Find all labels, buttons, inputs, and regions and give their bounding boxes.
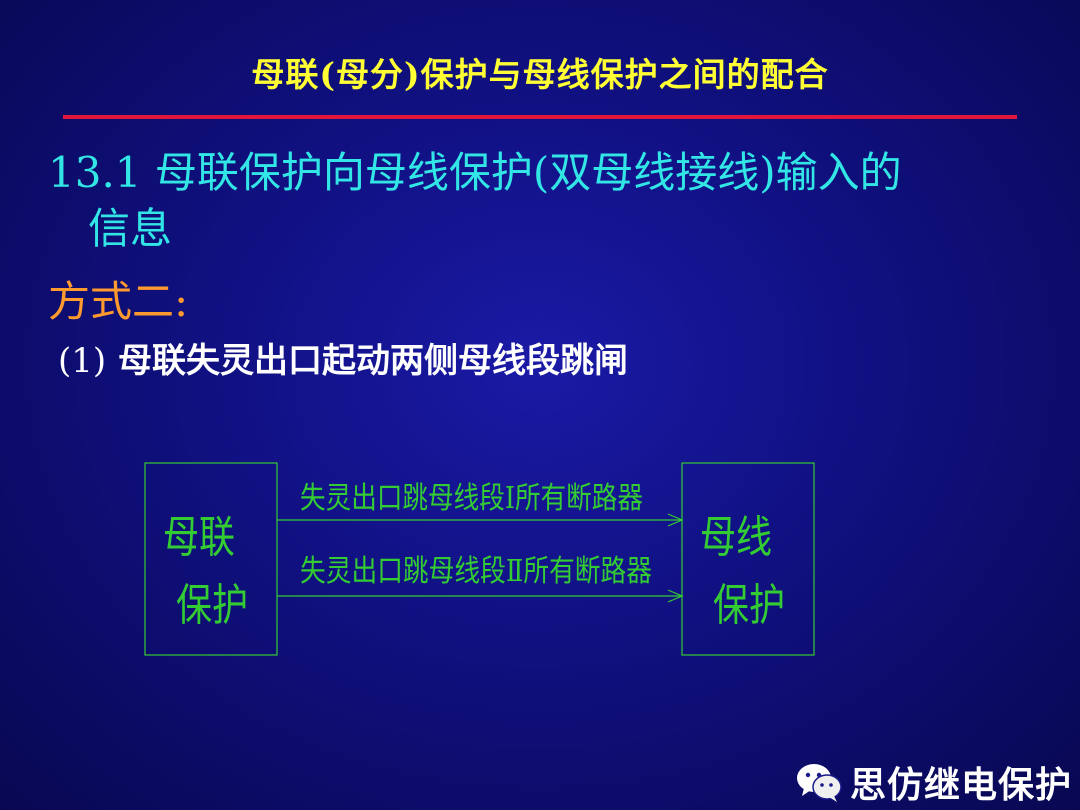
method-label: 方式二: bbox=[48, 277, 189, 326]
item-1: (1) 母联失灵出口起动两侧母线段跳闸 bbox=[58, 336, 628, 386]
item-text: 母联失灵出口起动两侧母线段跳闸 bbox=[118, 341, 629, 381]
arrow-2-label: 失灵出口跳母线段Ⅱ所有断路器 bbox=[300, 554, 652, 589]
busbar-protection-box bbox=[681, 462, 815, 656]
title-divider bbox=[63, 115, 1017, 119]
footer-watermark: 思仿继电保护 bbox=[794, 760, 1072, 806]
section-heading: 13.1 母联保护向母线保护(双母线接线)输入的 信息 bbox=[48, 145, 1048, 257]
brand-name: 思仿继电保护 bbox=[849, 765, 1072, 806]
right-box-line-2: 保护 bbox=[713, 580, 785, 631]
arrow-1-label: 失灵出口跳母线段Ⅰ所有断路器 bbox=[300, 481, 643, 516]
item-number: (1) bbox=[58, 341, 107, 381]
arrow-2-head bbox=[667, 589, 684, 603]
slide-title: 母联(母分)保护与母线保护之间的配合 bbox=[251, 55, 829, 94]
left-box-line-2: 保护 bbox=[176, 580, 248, 631]
heading-line-1: 13.1 母联保护向母线保护(双母线接线)输入的 bbox=[48, 148, 902, 197]
heading-line-2: 信息 bbox=[88, 204, 173, 253]
left-box-line-1: 母联 bbox=[163, 512, 235, 563]
bus-coupler-protection-box bbox=[144, 462, 278, 656]
arrow-1-head bbox=[667, 513, 684, 527]
right-box-line-1: 母线 bbox=[700, 512, 772, 563]
wechat-icon bbox=[796, 764, 842, 802]
